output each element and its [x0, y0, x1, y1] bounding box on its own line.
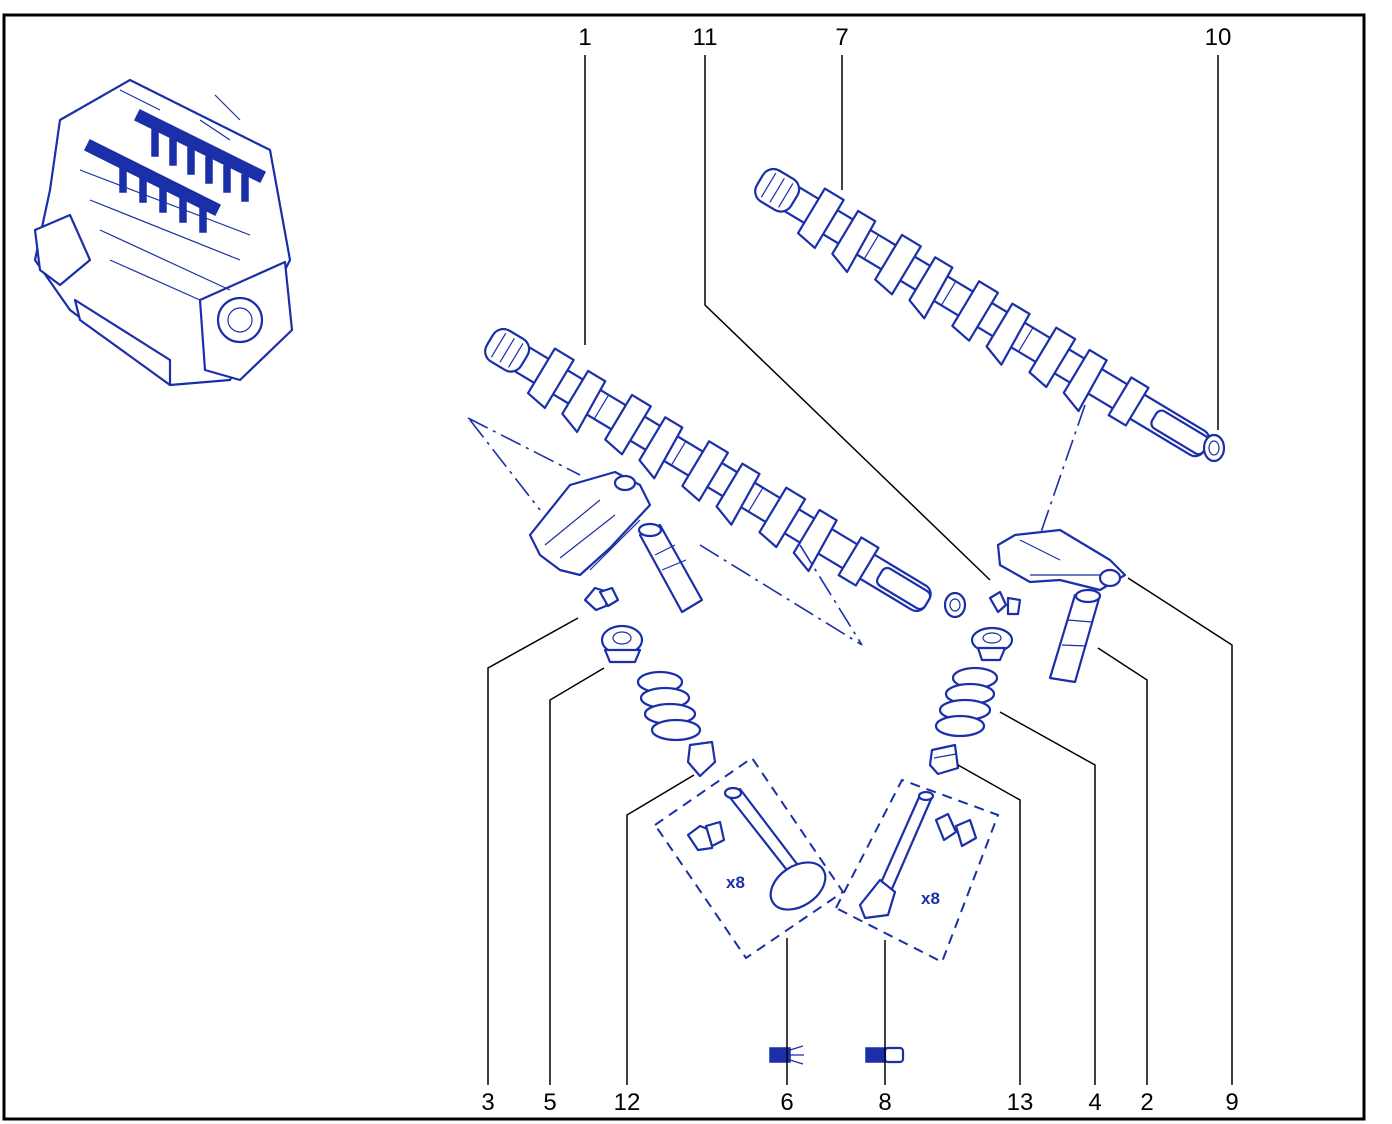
callout-2: 2: [1140, 1089, 1153, 1116]
valve-spring-icon: [600, 624, 644, 664]
valve-spring-icon: [636, 670, 702, 742]
callout-10: 10: [1205, 24, 1232, 51]
hydraulic-lifter-icon: [1048, 588, 1102, 684]
camshaft-icon: [484, 327, 932, 613]
hydraulic-lifter-icon: [637, 522, 704, 614]
valve-spring-icon: [934, 666, 999, 738]
callout-7: 7: [835, 24, 848, 51]
rocker-arm-icon: [528, 470, 652, 577]
leader-lines: [487, 55, 1233, 1085]
callout-11: 11: [693, 24, 718, 51]
quantity-label-right: x8: [921, 889, 940, 908]
valve-group-left: x8: [653, 756, 845, 960]
diagram-border: [2, 13, 1366, 1121]
valve-seat-icon: [928, 743, 960, 776]
valve-group-right: x8: [834, 778, 1000, 964]
seal-icon: [943, 591, 967, 619]
callout-9: 9: [1225, 1089, 1238, 1116]
tool-icon: [769, 1045, 804, 1065]
valve-icon: [723, 786, 827, 911]
valve-spring-icon: [970, 626, 1014, 662]
tool-icon: [865, 1046, 905, 1064]
callout-5: 5: [543, 1089, 556, 1116]
engine-injectors: [119, 129, 249, 233]
callout-13: 13: [1007, 1089, 1034, 1116]
quantity-label-left: x8: [726, 873, 745, 892]
callout-8: 8: [878, 1089, 891, 1116]
collet-icon: [686, 820, 726, 852]
callouts-top: 1 11 7 10: [578, 24, 1231, 51]
valve-icon: [858, 790, 935, 920]
callout-3: 3: [481, 1089, 494, 1116]
collet-icon: [934, 812, 978, 848]
callout-12: 12: [614, 1089, 641, 1116]
callout-4: 4: [1088, 1089, 1101, 1116]
rocker-arm-icon: [996, 528, 1127, 592]
engine-overview-icon: [33, 78, 294, 387]
valve-seat-icon: [686, 740, 717, 778]
callout-1: 1: [578, 24, 591, 51]
collet-icon: [583, 586, 620, 612]
seal-icon: [1202, 433, 1226, 463]
alignment-line: [467, 404, 1086, 646]
collet-icon: [988, 590, 1022, 616]
camshaft-icon: [754, 167, 1211, 458]
callout-6: 6: [780, 1089, 793, 1116]
callouts-bottom: 3 5 12 6 8 13 4 2 9: [481, 1089, 1238, 1116]
